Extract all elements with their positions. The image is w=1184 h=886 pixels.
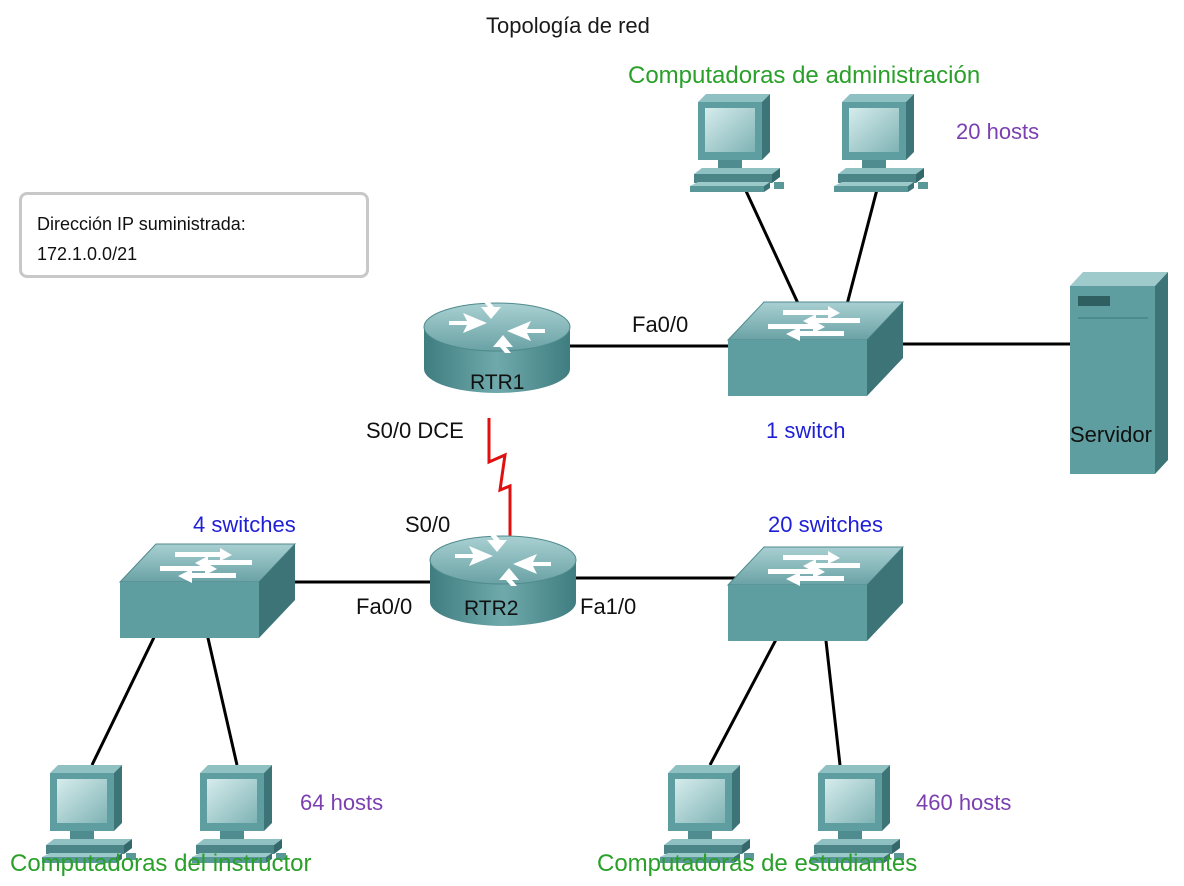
- link-switch1-pc-admin-1: [738, 177, 804, 313]
- interface-rtr1-fa: Fa0/0: [632, 312, 689, 337]
- interface-rtr2-fa1: Fa1/0: [580, 594, 637, 619]
- link-switch20-pc-stud-1: [708, 631, 782, 766]
- switch-count-instructor: 4 switches: [193, 512, 296, 537]
- group-label-instructor: Computadoras del instructor: [10, 850, 312, 877]
- interface-rtr1-serial: S0/0 DCE: [366, 418, 464, 443]
- interface-rtr2-fa0: Fa0/0: [356, 594, 413, 619]
- ip-address-box: Dirección IP suministrada: 172.1.0.0/21: [19, 192, 369, 278]
- group-label-students: Computadoras de estudiantes: [597, 850, 918, 877]
- switch-icon-instructor: [119, 543, 296, 639]
- group-label-admin: Computadoras de administración: [628, 62, 981, 89]
- link-switch20-pc-stud-2: [823, 631, 842, 766]
- pc-icon-instructor-2: [192, 765, 286, 863]
- link-switch1-pc-admin-2: [843, 177, 882, 313]
- link-switch4-pc-instr-1: [90, 624, 162, 766]
- pc-icon-admin-2: [834, 94, 928, 192]
- switch-icon-admin: [727, 301, 904, 397]
- router-label-rtr1: RTR1: [470, 371, 525, 394]
- server-icon: [1070, 272, 1168, 474]
- router-label-rtr2: RTR2: [464, 597, 519, 620]
- host-count-instructor: 64 hosts: [300, 790, 384, 815]
- ip-box-network: 172.1.0.0/21: [37, 244, 138, 264]
- link-switch4-pc-instr-2: [203, 624, 239, 766]
- switch-count-admin: 1 switch: [766, 418, 846, 443]
- link-serial-rtr1-rtr2: [487, 418, 512, 540]
- links: [90, 177, 1075, 766]
- switch-count-students: 20 switches: [768, 512, 883, 537]
- interface-rtr2-serial: S0/0: [405, 512, 451, 537]
- switch-icon-students: [727, 546, 904, 642]
- ip-box-heading: Dirección IP suministrada:: [37, 214, 246, 234]
- pc-icon-student-1: [660, 765, 754, 863]
- host-count-admin: 20 hosts: [956, 119, 1040, 144]
- pc-icon-student-2: [810, 765, 904, 863]
- host-count-students: 460 hosts: [916, 790, 1012, 815]
- server-label: Servidor: [1070, 422, 1152, 447]
- pc-icon-instructor-1: [42, 765, 136, 863]
- pc-icon-admin-1: [690, 94, 784, 192]
- diagram-title: Topología de red: [486, 13, 650, 38]
